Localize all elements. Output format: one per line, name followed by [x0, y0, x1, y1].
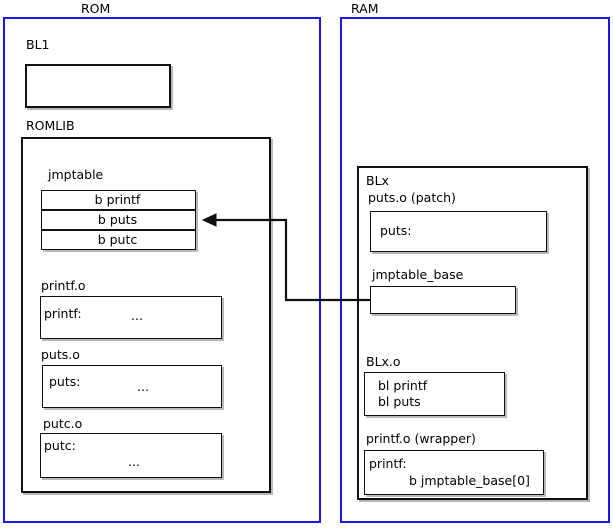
printf-wrapper-box: printf: b jmptable_base[0]: [364, 450, 544, 495]
romlib-object-1-symbol: puts:: [49, 374, 81, 389]
romlib-label: ROMLIB: [26, 118, 75, 133]
romlib-object-1-label: puts.o: [41, 347, 80, 362]
romlib-object-2-box: putc: ...: [40, 433, 222, 478]
jmptable-label: jmptable: [48, 167, 104, 182]
jmptable-base-box: [370, 286, 516, 314]
romlib-object-0-box: printf: ...: [40, 296, 222, 339]
puts-patch-symbol: puts:: [380, 223, 412, 238]
jmptable-entry-1: b puts: [41, 210, 196, 230]
romlib-object-1-box: puts: ...: [42, 365, 222, 408]
romlib-object-0-label: printf.o: [41, 278, 86, 293]
printf-wrapper-label: printf.o (wrapper): [366, 431, 476, 446]
bl1-label: BL1: [26, 37, 50, 52]
romlib-object-2-body: ...: [128, 454, 140, 469]
jmptable-entry-2-text: b putc: [97, 232, 138, 247]
puts-patch-box: puts:: [370, 211, 547, 252]
romlib-object-2-symbol: putc:: [44, 438, 76, 453]
jmptable-entry-1-text: b puts: [97, 212, 138, 227]
printf-wrapper-symbol: printf:: [369, 456, 407, 471]
printf-wrapper-instruction: b jmptable_base[0]: [409, 473, 530, 488]
blx-o-line-1: bl printf: [378, 378, 428, 393]
jmptable-entry-2: b putc: [41, 230, 196, 250]
jmptable-entry-0-text: b printf: [94, 192, 141, 207]
blx-o-line-2: bl puts: [378, 394, 421, 409]
rom-region-label: ROM: [81, 1, 111, 16]
romlib-object-1-body: ...: [137, 379, 149, 394]
blx-o-box: bl printf bl puts: [364, 372, 505, 416]
romlib-object-0-body: ...: [131, 308, 143, 323]
romlib-object-0-symbol: printf:: [44, 306, 82, 321]
romlib-object-2-label: putc.o: [43, 416, 83, 431]
jmptable-entry-0: b printf: [41, 190, 196, 210]
jmptable-base-label: jmptable_base: [372, 267, 464, 282]
ram-region-label: RAM: [351, 1, 379, 16]
blx-label: BLx: [366, 173, 389, 188]
bl1-box: [25, 64, 171, 108]
blx-o-label: BLx.o: [366, 354, 401, 369]
puts-patch-label: puts.o (patch): [368, 190, 456, 205]
